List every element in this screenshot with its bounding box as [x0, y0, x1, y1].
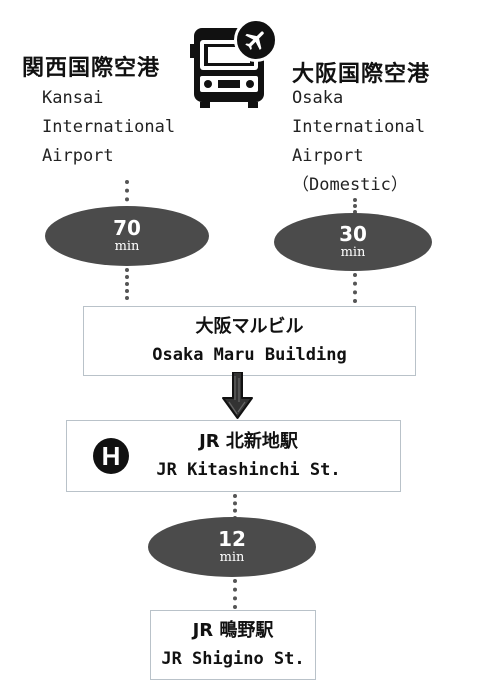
hotel-h-icon: H	[93, 438, 129, 474]
shigino-time-value: 12	[218, 527, 246, 551]
maru-building-name-jp: 大阪マルビル	[195, 316, 304, 337]
kansai-airport-name-jp: 関西国際空港	[22, 56, 161, 81]
shigino-name-jp: JR 鴫野駅	[192, 620, 274, 641]
airplane-badge	[234, 18, 278, 62]
kansai-travel-time: 70 min	[45, 206, 209, 266]
shigino-time-unit: min	[219, 550, 245, 565]
osaka-airport-name-jp: 大阪国際空港	[292, 62, 431, 87]
kansai-time-unit: min	[114, 239, 140, 254]
kitashinchi-name-jp: JR 北新地駅	[199, 431, 298, 452]
kitashinchi-name-en: JR Kitashinchi St.	[156, 460, 341, 480]
osaka-time-value: 30	[339, 222, 367, 246]
airport-bus-icon	[190, 18, 282, 108]
osaka-connector-bottom	[353, 273, 357, 303]
kansai-time-value: 70	[113, 216, 141, 240]
stop-jr-shigino: JR 鴫野駅 JR Shigino St.	[150, 610, 316, 680]
osaka-time-unit: min	[340, 245, 366, 260]
maru-building-name-en: Osaka Maru Building	[152, 345, 347, 365]
osaka-airport-name-en: Osaka International Airport （Domestic）	[292, 88, 426, 195]
shigino-name-en: JR Shigino St.	[161, 649, 305, 669]
arrow-down-icon	[221, 371, 255, 420]
airplane-icon	[245, 31, 264, 50]
kansai-airport-name-en: Kansai International Airport	[42, 88, 176, 166]
kansai-connector-top	[125, 180, 129, 210]
osaka-connector-top	[353, 198, 357, 214]
kitashinchi-connector-bottom	[233, 579, 237, 609]
kitashinchi-connector-top	[233, 494, 237, 520]
kitashinchi-shigino-travel-time: 12 min	[148, 517, 316, 577]
kansai-connector-bottom	[125, 268, 129, 300]
stop-osaka-maru-building: 大阪マルビル Osaka Maru Building	[83, 306, 416, 376]
osaka-travel-time: 30 min	[274, 213, 432, 271]
